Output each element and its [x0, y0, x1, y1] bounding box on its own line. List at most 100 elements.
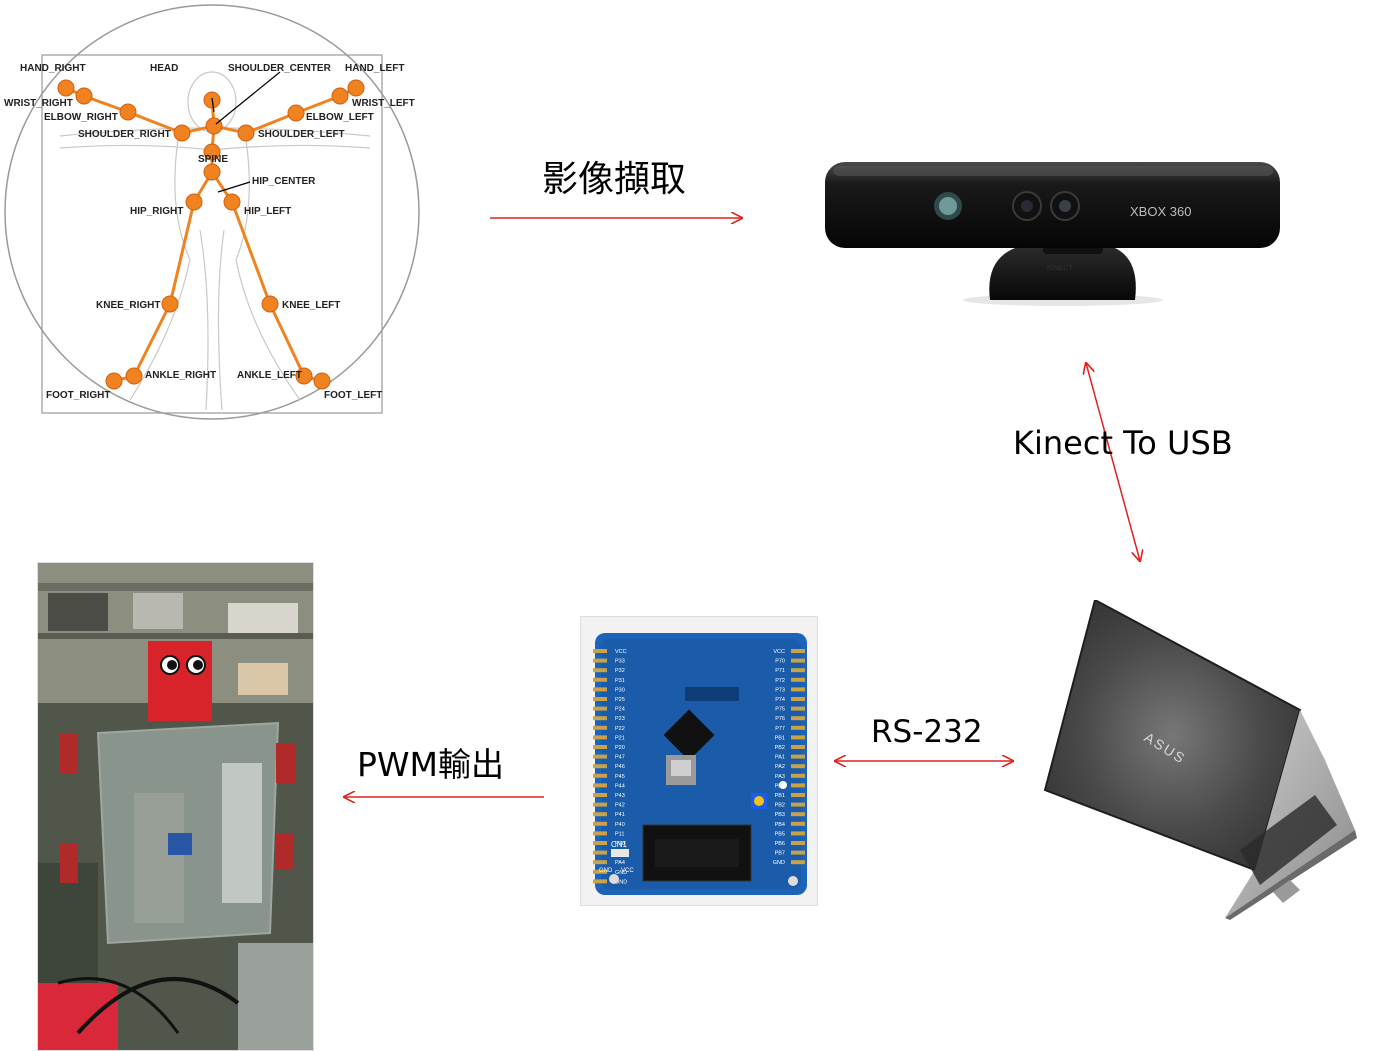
skeleton-joint-hc [203, 163, 221, 181]
board-pin-label: P21 [615, 735, 625, 741]
arrow-kinect-usb [1086, 363, 1140, 561]
board-pin [593, 869, 607, 874]
board-pin-label: GND [615, 870, 627, 876]
board-pin [791, 831, 805, 836]
laptop-image: ASUS [1043, 600, 1357, 920]
skeleton-joint-er [119, 103, 137, 121]
board-pin [791, 649, 805, 653]
skeleton-diagram: HAND_RIGHT HEAD SHOULDER_CENTER HAND_LEF… [4, 4, 420, 420]
skeleton-joint-fl [313, 372, 331, 390]
board-pin [593, 725, 607, 730]
board-pin-label: P30 [615, 687, 625, 693]
board-pin [593, 783, 607, 788]
board-pin-label: PB1 [775, 735, 785, 741]
label-hip-right: HIP_RIGHT [130, 206, 183, 217]
skeleton-joint-fr [105, 372, 123, 390]
board-pin-label: P31 [615, 678, 625, 684]
skeleton-joint-wl [331, 87, 349, 105]
board-pin [593, 716, 607, 721]
board-pin-label: PB3 [775, 812, 785, 818]
board-pin-label: P77 [775, 726, 785, 732]
board-vcc-label: VCC [621, 868, 634, 874]
board-pin-label: GND [615, 879, 627, 885]
board-pin-label: P32 [615, 668, 625, 674]
board-pin-label: PB4 [775, 822, 785, 828]
skeleton-joint-hr [57, 79, 75, 97]
label-kinect-usb: Kinect To USB [1013, 424, 1233, 462]
label-pwm: PWM輸出 [357, 745, 505, 784]
skeleton-joint-sr [173, 124, 191, 142]
board-pin [791, 697, 805, 701]
skeleton-joint-hipl [223, 193, 241, 211]
board-pin-label: P33 [615, 659, 625, 665]
skeleton-joint-spine [203, 143, 221, 161]
board-pin [791, 754, 805, 759]
board-pin [593, 850, 607, 855]
board-pin-label: P74 [775, 697, 785, 703]
board-pin-label: P23 [615, 716, 625, 722]
board-pin [593, 735, 607, 740]
board-pin [593, 745, 607, 749]
label-hand-right: HAND_RIGHT [20, 63, 86, 74]
label-spine: SPINE [198, 154, 228, 165]
board-pin-label: P44 [615, 783, 625, 789]
board-pin [593, 841, 607, 845]
label-ankle-right: ANKLE_RIGHT [145, 370, 216, 381]
label-knee-left: KNEE_LEFT [282, 300, 340, 311]
board-pin-label: PA3 [775, 774, 785, 780]
board-pin [791, 725, 805, 730]
label-wrist-left: WRIST_LEFT [352, 98, 415, 109]
skeleton-joint-hl [347, 79, 365, 97]
board-pin [791, 658, 805, 663]
board-pin-label: PB7 [775, 851, 785, 857]
board-pin [791, 821, 805, 826]
board-pin [593, 821, 607, 826]
board-pin [791, 745, 805, 749]
board-pin [791, 716, 805, 721]
board-pin-label: VCC [615, 649, 627, 655]
label-capture: 影像擷取 [542, 159, 687, 200]
board-pin-label: PB2 [775, 745, 785, 751]
board-pin-label: PB1 [775, 793, 785, 799]
skeleton-bone [230, 200, 272, 306]
skeleton-bone [126, 110, 184, 135]
board-pin-label: PB5 [775, 831, 785, 837]
board-pin-label: P11 [615, 831, 624, 837]
board-pin-label: P40 [615, 822, 625, 828]
label-wrist-right: WRIST_RIGHT [4, 98, 73, 109]
board-pin [791, 773, 805, 778]
board-pin-label: P24 [615, 707, 625, 713]
skeleton-bone [168, 200, 196, 306]
board-pin-label: P47 [615, 755, 625, 761]
board-pin [791, 841, 805, 845]
board-pin-label: P22 [615, 726, 625, 732]
board-pin [593, 802, 607, 807]
board-pin [593, 668, 607, 673]
label-hip-center: HIP_CENTER [252, 176, 316, 187]
board-pin-label: P25 [615, 697, 625, 703]
label-shoulder-left: SHOULDER_LEFT [258, 129, 345, 140]
kinect-brand: XBOX 360 [1130, 204, 1191, 219]
skeleton-joint-hipr [185, 193, 203, 211]
board-pin [791, 764, 805, 769]
skeleton-joint-el [287, 104, 305, 122]
board-pin-label: P20 [615, 745, 625, 751]
board-pin [593, 879, 607, 884]
board-pin [791, 802, 805, 807]
board-pin-label: P10 [615, 841, 625, 847]
board-gnd-label: GND [599, 868, 613, 874]
board-pin-label: P72 [775, 678, 785, 684]
board-pin [791, 677, 805, 682]
board-pin [791, 812, 805, 817]
skeleton-joint-wr [75, 87, 93, 105]
label-knee-right: KNEE_RIGHT [96, 300, 160, 311]
board-pin-label: P42 [615, 803, 625, 809]
board-pin-label: P76 [775, 716, 785, 722]
board-pin-label: P41 [615, 812, 625, 818]
label-elbow-left: ELBOW_LEFT [306, 112, 374, 123]
board-pin-label: P71 [775, 668, 785, 674]
board-pin [593, 831, 607, 836]
skeleton-joint-ar [125, 367, 143, 385]
board-pin [593, 860, 607, 865]
robot-photo [37, 562, 314, 1051]
